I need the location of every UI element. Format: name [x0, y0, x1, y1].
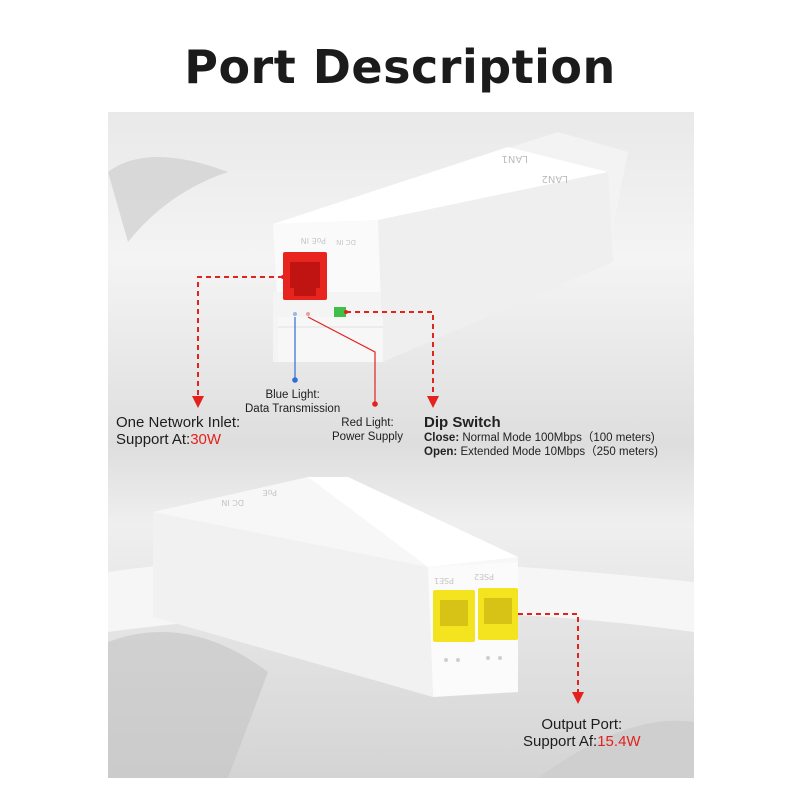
- callout-lines: [197, 276, 579, 694]
- product-photo: LAN1 LAN2 PoE IN DC IN DC IN PoE PSE1 PS…: [108, 112, 694, 778]
- dip-switch-open-row: Open: Extended Mode 10Mbps（250 meters): [424, 446, 658, 458]
- output-port-label: Output Port: Support Af:15.4W: [523, 716, 641, 750]
- svg-text:PoE IN: PoE IN: [301, 236, 326, 245]
- dip-switch-close-row: Close: Normal Mode 100Mbps（100 meters): [424, 432, 655, 444]
- svg-text:PoE: PoE: [263, 488, 278, 497]
- red-light-label: Red Light: Power Supply: [332, 417, 403, 443]
- svg-text:PSE2: PSE2: [474, 572, 494, 581]
- dip-switch-title: Dip Switch: [424, 414, 501, 431]
- dip-switch-label: Dip Switch Close: Normal Mode 100Mbps（10…: [424, 414, 658, 459]
- blue-light-label: Blue Light: Data Transmission: [245, 389, 341, 415]
- network-inlet-label: One Network Inlet: Support At:30W: [116, 414, 241, 448]
- svg-text:LAN1: LAN1: [502, 153, 528, 164]
- output-port-power: 15.4W: [597, 733, 641, 750]
- svg-text:PSE1: PSE1: [434, 576, 454, 585]
- svg-text:LAN2: LAN2: [542, 173, 568, 184]
- product-illustration: LAN1 LAN2 PoE IN DC IN DC IN PoE PSE1 PS…: [108, 132, 694, 778]
- network-inlet-power: 30W: [190, 431, 222, 448]
- lower-splitter-device: DC IN PoE PSE1 PSE2: [153, 477, 518, 697]
- page-title: Port Description: [184, 40, 616, 94]
- callout-markers: [192, 275, 584, 704]
- svg-text:DC IN: DC IN: [221, 498, 244, 507]
- svg-text:DC IN: DC IN: [336, 238, 356, 246]
- upper-injector-device: LAN1 LAN2 PoE IN DC IN: [273, 132, 628, 362]
